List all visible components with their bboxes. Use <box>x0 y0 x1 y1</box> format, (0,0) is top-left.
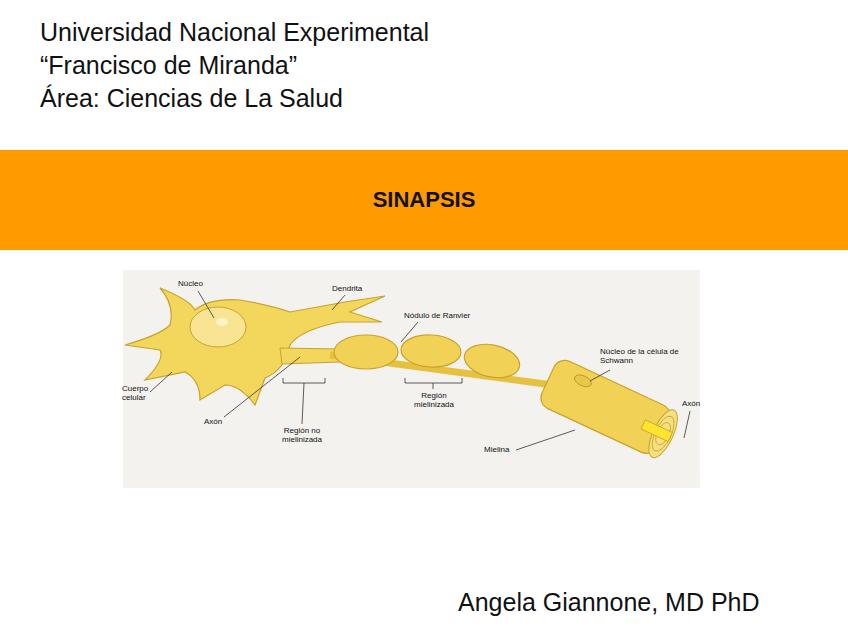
title-text: SINAPSIS <box>373 187 476 213</box>
nucleolus <box>216 318 228 326</box>
author-line: Angela Giannone, MD PhD <box>458 588 760 617</box>
leader-lines <box>150 291 690 450</box>
header-line: Área: Ciencias de La Salud <box>40 84 343 113</box>
part-label: Núcleo <box>178 279 203 288</box>
title-band: SINAPSIS <box>0 150 848 250</box>
part-label: Nódulo de Ranvier <box>404 311 470 320</box>
header-line: “Francisco de Miranda” <box>40 51 297 80</box>
part-label: Axón <box>682 399 700 408</box>
bracket <box>283 378 325 424</box>
part-label: Región mielinizada <box>408 391 460 409</box>
bracket <box>405 378 462 389</box>
part-label: Mielina <box>484 445 509 454</box>
part-label: Axón <box>204 417 222 426</box>
part-label: Región no mielinizada <box>276 426 328 444</box>
myelin-segment <box>334 335 398 369</box>
header-line: Universidad Nacional Experimental <box>40 18 429 47</box>
myelin-cylinder <box>537 356 683 461</box>
myelin-segment <box>400 333 462 368</box>
part-label: Dendrita <box>332 284 362 293</box>
part-label: Núcleo de la célula de Schwann <box>600 347 682 365</box>
nucleus <box>190 307 246 347</box>
part-label: Cuerpo celular <box>122 384 164 402</box>
image-ground <box>123 270 700 488</box>
myelin-segment <box>461 340 522 383</box>
